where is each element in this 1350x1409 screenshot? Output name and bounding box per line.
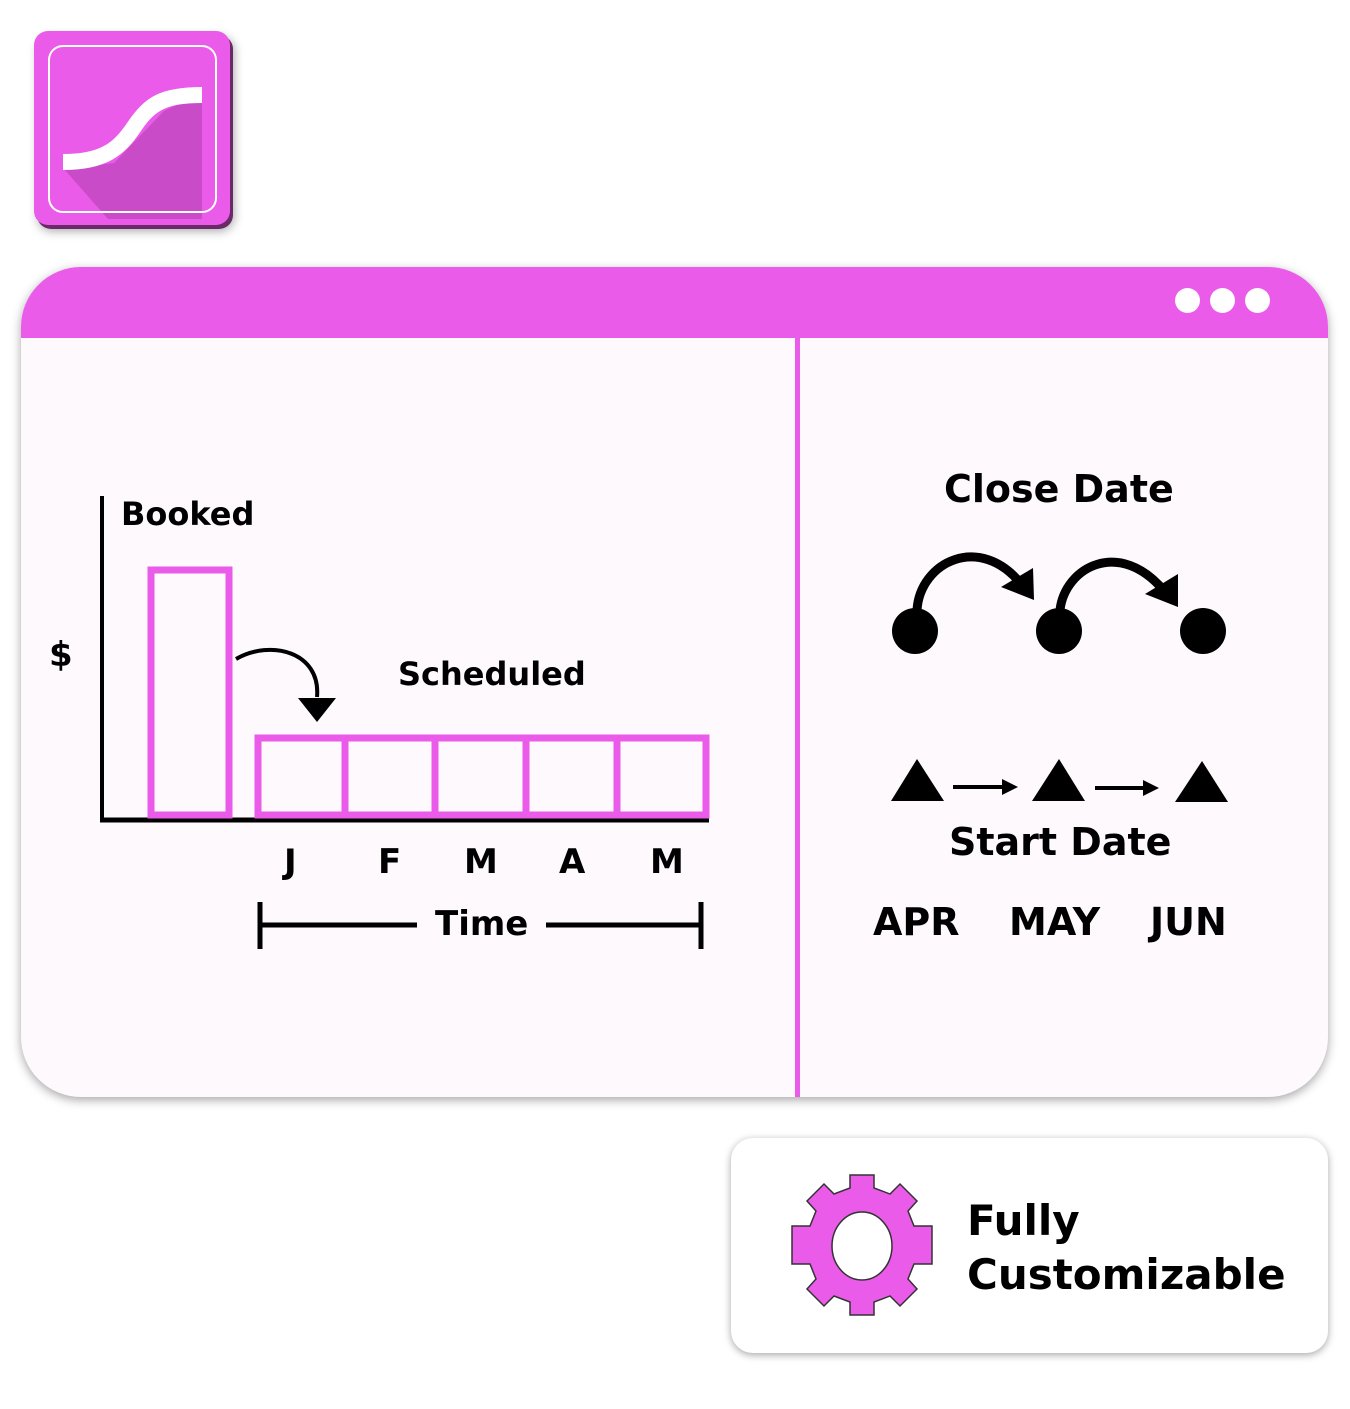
- more-dots-icon[interactable]: [1175, 288, 1270, 313]
- start-date-label: Start Date: [949, 820, 1172, 864]
- triangle-icon: [891, 759, 944, 801]
- dot: [1245, 288, 1270, 313]
- date-panel: Close Date Start Date APR MAY JUN: [800, 267, 1328, 1097]
- revenue-chart: $ Booked Scheduled J F M A M Time: [21, 267, 795, 1097]
- dot-icon: [1180, 608, 1226, 654]
- curved-arrow-icon: [235, 647, 320, 698]
- month-label: APR: [873, 900, 960, 944]
- arrow-right-icon: [1002, 779, 1018, 795]
- arrow-right-icon: [1143, 780, 1159, 796]
- triangle-icon: [1175, 761, 1228, 802]
- dot: [1175, 288, 1200, 313]
- dot-icon: [1036, 608, 1082, 654]
- y-axis-label: $: [49, 635, 73, 675]
- month-label: A: [559, 842, 586, 882]
- scheduled-label: Scheduled: [398, 655, 586, 693]
- arc-arrow-icon: [1055, 557, 1169, 611]
- arc-arrow-icon: [912, 552, 1026, 611]
- month-label: MAY: [1009, 900, 1101, 944]
- date-diagram: [891, 552, 1228, 802]
- card-text: Fully Customizable: [967, 1194, 1286, 1302]
- panel-divider: [795, 338, 800, 1097]
- month-label: J: [284, 842, 297, 882]
- close-date-label: Close Date: [944, 467, 1174, 511]
- month-label: F: [378, 842, 402, 882]
- triangle-icon: [1032, 759, 1085, 801]
- customizable-card: Fully Customizable: [731, 1138, 1328, 1353]
- card-line-2: Customizable: [967, 1250, 1286, 1299]
- card-line-1: Fully: [967, 1196, 1080, 1245]
- main-window: $ Booked Scheduled J F M A M Time Close …: [21, 267, 1328, 1097]
- s-curve-logo-icon: [48, 45, 217, 219]
- gear-icon: [791, 1174, 933, 1316]
- booked-label: Booked: [121, 495, 255, 533]
- time-label: Time: [435, 904, 529, 944]
- month-label: JUN: [1150, 900, 1227, 944]
- app-logo[interactable]: [34, 31, 230, 225]
- chart-graphics: [100, 496, 710, 949]
- window-titlebar: [21, 267, 1328, 338]
- month-label: M: [464, 842, 498, 882]
- dot: [1210, 288, 1235, 313]
- dot-icon: [892, 608, 938, 654]
- month-label: M: [650, 842, 684, 882]
